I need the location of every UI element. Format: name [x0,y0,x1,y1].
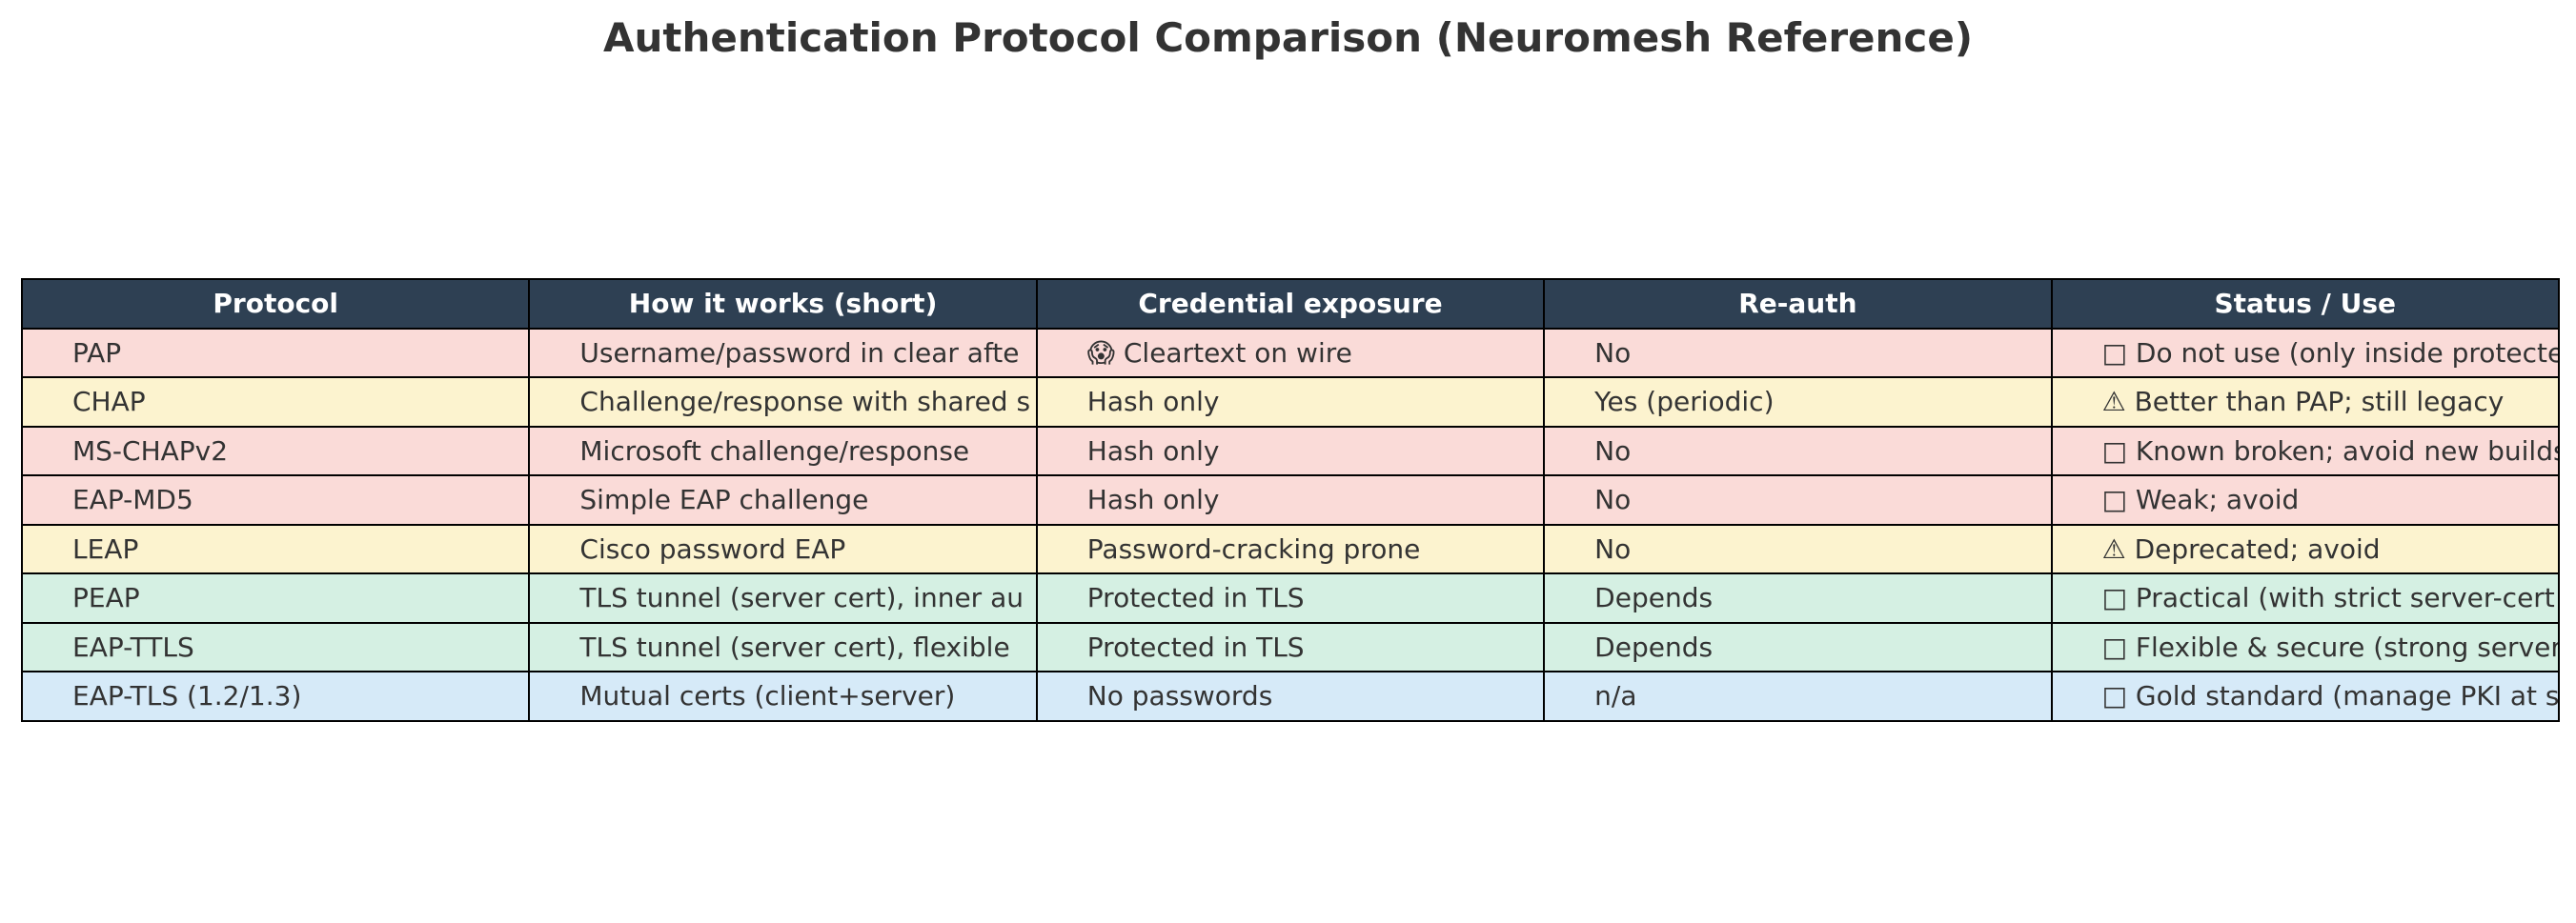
table-cell: ⚠ Deprecated; avoid [2050,523,2560,574]
table-cell: No [1543,425,2053,476]
table-cell: CHAP [20,376,531,428]
table-cell: EAP-TLS (1.2/1.3) [20,671,531,722]
table-row: EAP-TLS (1.2/1.3)Mutual certs (client+se… [20,671,2560,722]
column-header: Status / Use [2050,278,2560,330]
table-cell: EAP-TTLS [20,621,531,672]
table-cell: No passwords [1035,671,1546,722]
table-cell: □ Flexible & secure (strong server- [2050,621,2560,672]
table-cell: □ Gold standard (manage PKI at sc [2050,671,2560,722]
table-cell: No [1543,327,2053,378]
table-cell: Microsoft challenge/response [528,425,1038,476]
table-cell: 😱 Cleartext on wire [1035,327,1546,378]
table-cell: Password-cracking prone [1035,523,1546,574]
table-cell: TLS tunnel (server cert), inner au [528,572,1038,624]
table-cell: No [1543,474,2053,526]
table-cell: Yes (periodic) [1543,376,2053,428]
table-cell: ⚠ Better than PAP; still legacy [2050,376,2560,428]
table-cell: No [1543,523,2053,574]
table-cell: PAP [20,327,531,378]
table-cell: PEAP [20,572,531,624]
table-cell: EAP-MD5 [20,474,531,526]
column-header: Credential exposure [1035,278,1546,330]
table-cell: □ Practical (with strict server-cert v [2050,572,2560,624]
column-header: Re-auth [1543,278,2053,330]
table-cell: Hash only [1035,474,1546,526]
table-cell: Username/password in clear afte [528,327,1038,378]
table-cell: Depends [1543,572,2053,624]
table-cell: Simple EAP challenge [528,474,1038,526]
table-cell: Challenge/response with shared s [528,376,1038,428]
table-cell: Cisco password EAP [528,523,1038,574]
table-cell: Hash only [1035,425,1546,476]
table-cell: Protected in TLS [1035,621,1546,672]
table-cell: □ Weak; avoid [2050,474,2560,526]
table-cell: Depends [1543,621,2053,672]
table-cell: TLS tunnel (server cert), flexible [528,621,1038,672]
table-cell: MS-CHAPv2 [20,425,531,476]
column-header: How it works (short) [528,278,1038,330]
table-cell: Mutual certs (client+server) [528,671,1038,722]
table-cell: n/a [1543,671,2053,722]
table-cell: Protected in TLS [1035,572,1546,624]
table-cell: Hash only [1035,376,1546,428]
table-cell: LEAP [20,523,531,574]
column-header: Protocol [20,278,531,330]
table-cell: □ Do not use (only inside protected [2050,327,2560,378]
table-cell: □ Known broken; avoid new builds [2050,425,2560,476]
chart-title: Authentication Protocol Comparison (Neur… [602,14,1974,61]
